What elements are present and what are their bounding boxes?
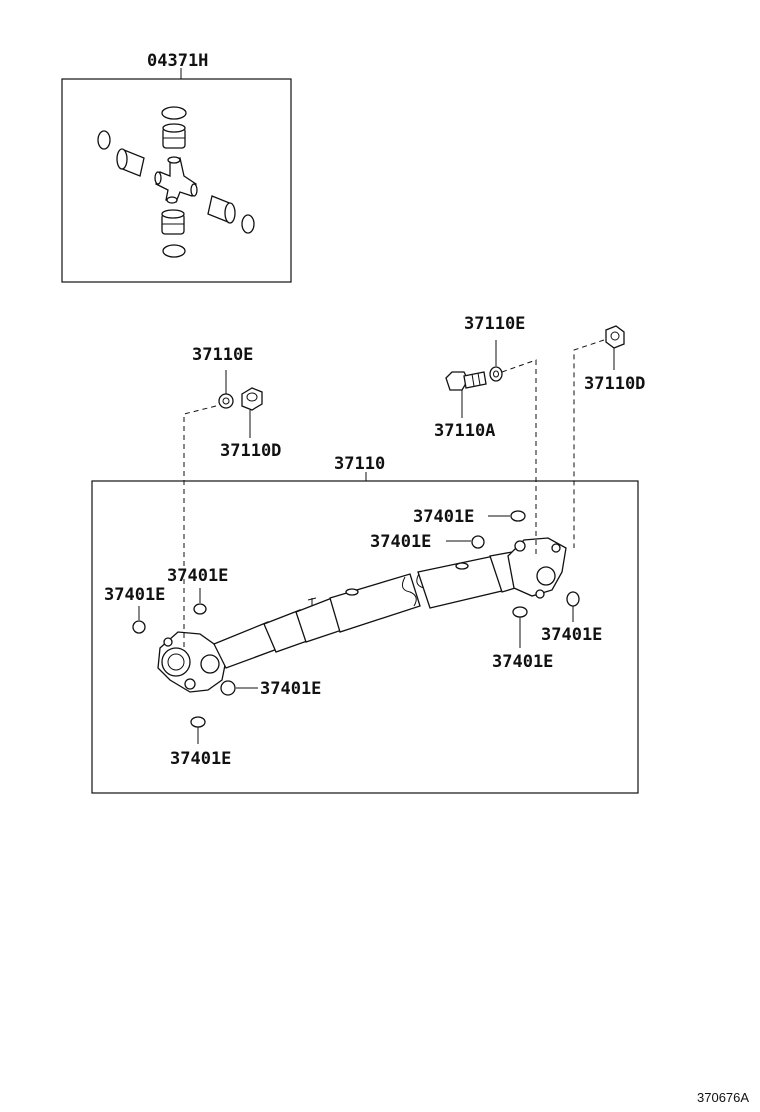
kit-frame [61,78,292,283]
snap-ring-4-icon [132,620,146,634]
dashed-guide-right [573,339,605,548]
spider-cross-icon [154,156,198,204]
nut-left-icon [241,387,263,411]
label-snap-1: 37401E [413,507,474,527]
snap-ring-3-icon [193,603,207,615]
label-washer-left: 37110E [192,345,253,365]
label-washer-right: 37110E [464,314,525,334]
label-snap-7: 37401E [541,625,602,645]
snap-ring-7-icon [566,591,580,607]
label-nut-right: 37110D [584,374,645,394]
label-snap-6: 37401E [170,749,231,769]
label-snap-4: 37401E [104,585,165,605]
snap-ring-8-icon [512,606,528,618]
label-nut-left: 37110D [220,441,281,461]
label-snap-2: 37401E [370,532,431,552]
label-snap-8: 37401E [492,652,553,672]
snap-ring-1-icon [510,510,526,522]
kit-snap-ring-top-icon [161,106,187,120]
reference-code: 370676A [697,1090,749,1105]
label-snap-3: 37401E [167,566,228,586]
bolt-icon [445,371,487,391]
shaft-frame [91,480,639,794]
bearing-cup-left-icon [116,148,145,177]
dashed-guide-center [501,359,537,556]
snap-ring-2-icon [471,535,485,549]
dashed-guide-left [183,405,217,648]
snap-ring-5-icon [220,680,236,696]
washer-left-icon [218,393,234,409]
label-bolt: 37110A [434,421,495,441]
universal-joint-kit-group: 04371H [61,51,292,283]
kit-snap-ring-bottom-icon [162,244,186,258]
kit-snap-ring-left-icon [97,130,111,150]
label-shaft: 37110 [334,454,385,474]
nut-right-icon [605,325,625,349]
bearing-cup-right-icon [207,195,236,224]
snap-ring-6-icon [190,716,206,728]
bearing-cup-top-icon [162,123,186,149]
propeller-shaft-icon [157,537,567,693]
washer-right-icon [489,366,503,382]
bearing-cup-bottom-icon [161,209,185,235]
label-snap-5: 37401E [260,679,321,699]
label-kit: 04371H [147,51,208,71]
kit-snap-ring-right-icon [241,214,255,234]
